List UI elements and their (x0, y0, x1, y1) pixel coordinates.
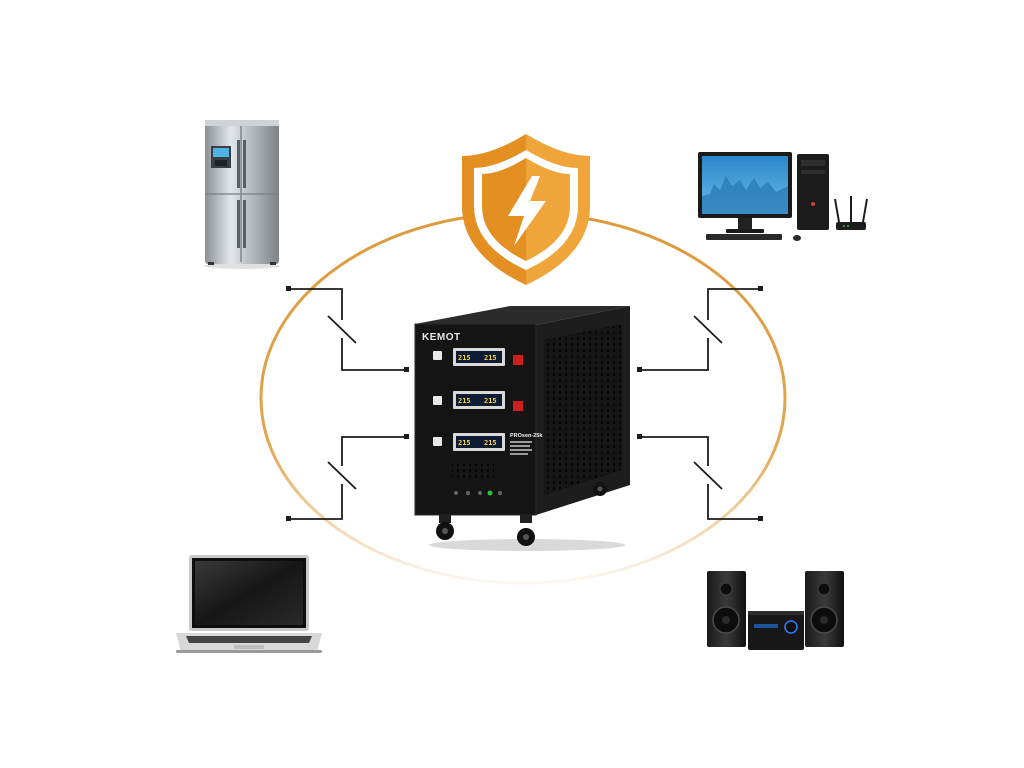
right-upper-switch-wiring (637, 286, 763, 372)
display-2-left: 215 (458, 397, 471, 405)
left-upper-switch-wiring (286, 286, 409, 372)
switch-icon (693, 315, 723, 344)
refrigerator-icon (204, 120, 280, 269)
voltage-stabilizer: KEMOT 215 215 215 215 215 215 PROsen-25k (414, 306, 630, 551)
shield-lightning-icon (462, 134, 590, 285)
laptop-icon (176, 555, 322, 653)
display-1: 215 215 (433, 348, 523, 366)
right-lower-switch-wiring (637, 434, 763, 521)
display-3: 215 215 (433, 433, 505, 451)
display-2: 215 215 (433, 391, 523, 411)
switch-icon (327, 461, 357, 490)
hifi-audio-system-icon (707, 571, 844, 650)
display-2-right: 215 (484, 397, 497, 405)
display-3-right: 215 (484, 439, 497, 447)
caster-back-right (593, 482, 607, 496)
power-switch-1[interactable] (513, 355, 523, 365)
caster-front-right (517, 515, 535, 546)
switch-icon (693, 461, 723, 490)
switch-icon (327, 315, 357, 344)
left-lower-switch-wiring (286, 434, 409, 521)
display-3-left: 215 (458, 439, 471, 447)
model-label: PROsen-25k (510, 433, 543, 439)
desktop-computer-icon (698, 152, 868, 241)
power-switch-2[interactable] (513, 401, 523, 411)
display-1-left: 215 (458, 354, 471, 362)
display-1-right: 215 (484, 354, 497, 362)
caster-front-left (436, 515, 454, 540)
brand-label: KEMOT (422, 332, 461, 343)
